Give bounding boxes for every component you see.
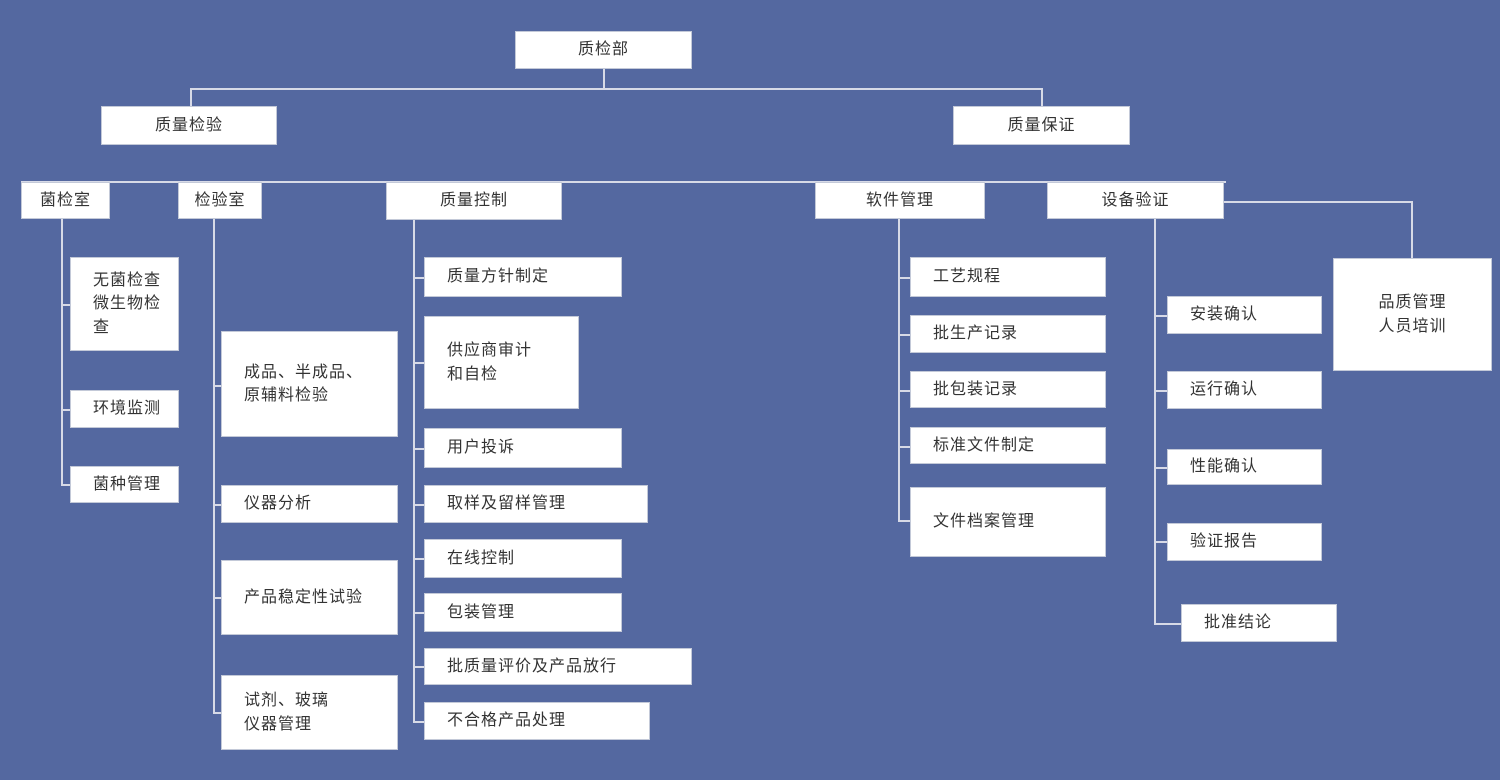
connector-line	[213, 385, 223, 387]
org-node-customer-complaints: 用户投诉	[424, 428, 622, 468]
connector-line	[898, 390, 912, 392]
connector-line	[213, 712, 223, 714]
connector-line	[898, 446, 912, 448]
connector-line	[413, 277, 426, 279]
connector-line	[190, 88, 1043, 90]
org-node-quality-policy: 质量方针制定	[424, 257, 622, 297]
org-node-nonconforming-handling: 不合格产品处理	[424, 702, 650, 740]
connector-line	[190, 88, 192, 108]
org-node-performance-qualification: 性能确认	[1167, 449, 1322, 485]
connector-line	[61, 304, 72, 306]
connector-line	[413, 220, 415, 723]
org-node-installation-qualification: 安装确认	[1167, 296, 1322, 334]
org-node-equipment-validation: 设备验证	[1047, 182, 1224, 219]
connector-line	[1224, 201, 1413, 203]
connector-line	[413, 504, 426, 506]
org-node-quality-inspection: 质量检验	[101, 106, 277, 145]
connector-line	[1154, 315, 1169, 317]
org-node-instrument-analysis: 仪器分析	[221, 485, 398, 523]
connector-line	[213, 219, 215, 714]
org-node-quality-control: 质量控制	[386, 182, 562, 220]
org-node-software-mgmt: 软件管理	[815, 182, 985, 219]
org-node-process-regulations: 工艺规程	[910, 257, 1106, 297]
org-node-validation-report: 验证报告	[1167, 523, 1322, 561]
org-node-online-control: 在线控制	[424, 539, 622, 578]
org-node-qc-dept: 质检部	[515, 31, 692, 69]
connector-line	[1154, 541, 1169, 543]
org-node-document-archives: 文件档案管理	[910, 487, 1106, 557]
connector-line	[898, 277, 912, 279]
org-node-env-monitoring: 环境监测	[70, 390, 179, 428]
connector-line	[413, 666, 426, 668]
connector-line	[1154, 390, 1169, 392]
connector-line	[898, 520, 912, 522]
connector-line	[61, 219, 63, 486]
org-node-qm-personnel-training: 品质管理 人员培训	[1333, 258, 1492, 371]
connector-line	[1154, 219, 1156, 625]
connector-line	[413, 362, 426, 364]
org-node-sterility-check: 无菌检查 微生物检查	[70, 257, 179, 351]
connector-line	[213, 597, 223, 599]
org-node-quality-assurance: 质量保证	[953, 106, 1130, 145]
connector-line	[61, 409, 72, 411]
connector-line	[1154, 623, 1183, 625]
org-node-strain-mgmt: 菌种管理	[70, 466, 179, 503]
org-node-operation-qualification: 运行确认	[1167, 371, 1322, 409]
org-node-testing-lab: 检验室	[178, 182, 262, 219]
org-node-standard-docs: 标准文件制定	[910, 427, 1106, 464]
connector-line	[413, 612, 426, 614]
connector-line	[413, 721, 426, 723]
connector-line	[1411, 201, 1413, 260]
org-node-packaging-mgmt: 包装管理	[424, 593, 622, 632]
connector-line	[413, 448, 426, 450]
org-node-stability-test: 产品稳定性试验	[221, 560, 398, 635]
connector-line	[21, 181, 1226, 183]
org-node-reagent-glassware: 试剂、玻璃 仪器管理	[221, 675, 398, 750]
connector-line	[1041, 88, 1043, 108]
org-node-microbe-lab: 菌检室	[21, 182, 110, 219]
connector-line	[213, 504, 223, 506]
org-node-product-testing: 成品、半成品、 原辅料检验	[221, 331, 398, 437]
org-node-batch-release: 批质量评价及产品放行	[424, 648, 692, 685]
org-node-batch-production-records: 批生产记录	[910, 315, 1106, 353]
org-node-supplier-audit: 供应商审计 和自检	[424, 316, 579, 409]
org-node-sampling-retention: 取样及留样管理	[424, 485, 648, 523]
org-node-approval-conclusion: 批准结论	[1181, 604, 1337, 642]
connector-line	[603, 69, 605, 90]
connector-line	[61, 484, 72, 486]
connector-line	[1154, 467, 1169, 469]
connector-line	[413, 558, 426, 560]
connector-line	[898, 219, 900, 522]
org-node-batch-packaging-records: 批包装记录	[910, 371, 1106, 408]
connector-line	[898, 334, 912, 336]
